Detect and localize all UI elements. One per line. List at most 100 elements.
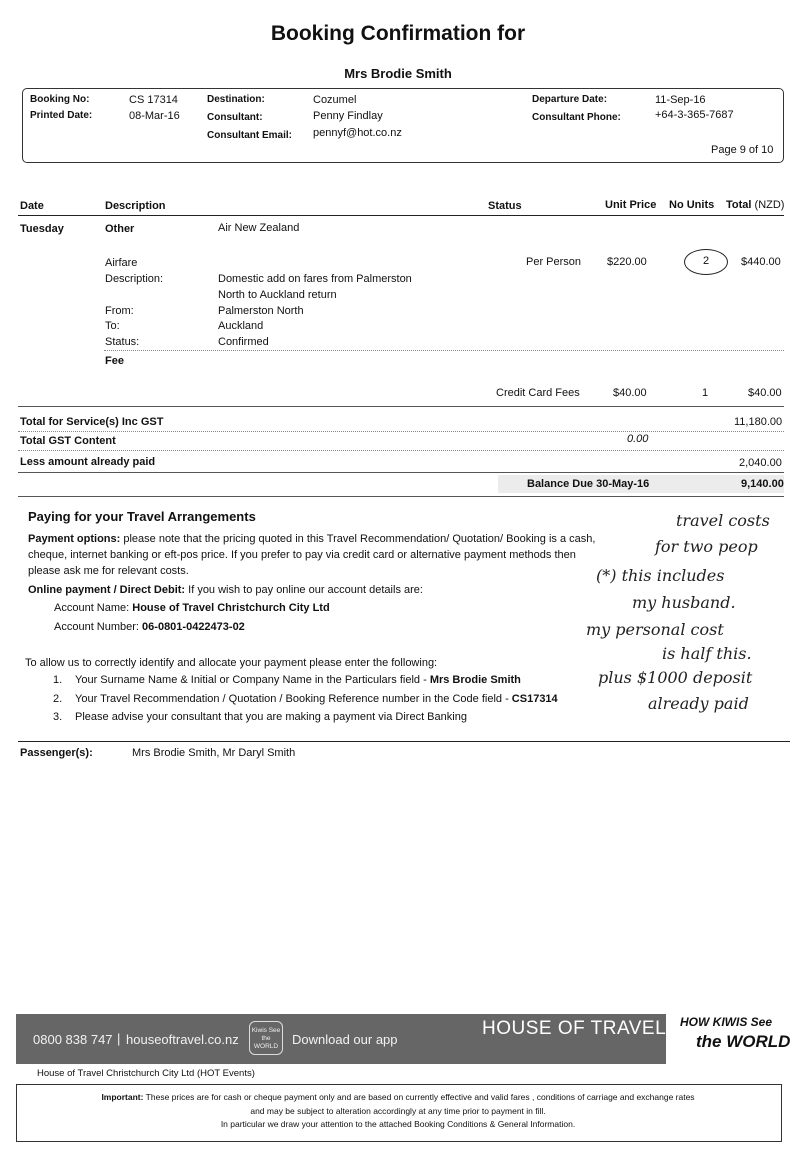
printed-date: 08-Mar-16 xyxy=(129,110,180,122)
gst-value: 0.00 xyxy=(627,433,649,445)
important-line3: In particular we draw your attention to … xyxy=(220,1119,576,1129)
gst-label: Total GST Content xyxy=(20,435,116,447)
step-2: Your Travel Recommendation / Quotation /… xyxy=(75,693,558,705)
consultant-phone-label: Consultant Phone: xyxy=(532,112,621,123)
fee-description: Credit Card Fees xyxy=(496,387,580,399)
passengers-label: Passenger(s): xyxy=(20,747,93,759)
important-box xyxy=(16,1084,782,1142)
consultant-phone: +64-3-365-7687 xyxy=(655,109,734,121)
to-value: Auckland xyxy=(218,320,264,332)
passengers-names: Mrs Brodie Smith, Mr Daryl Smith xyxy=(132,747,296,759)
footer-phone[interactable]: 0800 838 747 xyxy=(33,1032,113,1047)
footer-company: House of Travel Christchurch City Ltd (H… xyxy=(37,1068,255,1079)
totals-divider xyxy=(18,450,784,451)
footer-download[interactable]: Download our app xyxy=(292,1032,398,1047)
footer-banner xyxy=(16,1014,666,1064)
booking-no-label: Booking No: xyxy=(30,94,90,105)
destination-label: Destination: xyxy=(207,94,265,105)
to-label: To: xyxy=(105,320,120,332)
description-line2: North to Auckland return xyxy=(218,289,337,301)
airfare-unit-price: $220.00 xyxy=(607,256,647,268)
departure-label: Departure Date: xyxy=(532,94,608,105)
units-circle-mark xyxy=(684,249,728,275)
account-number: Account Number: 06-0801-0422473-02 xyxy=(54,621,245,633)
slogan-line2: the WORLD xyxy=(696,1032,791,1051)
printed-date-label: Printed Date: xyxy=(30,110,93,121)
col-date: Date xyxy=(20,200,44,212)
col-description: Description xyxy=(105,200,166,212)
airfare-status: Per Person xyxy=(526,256,582,268)
booking-no: CS 17314 xyxy=(129,94,178,106)
category-fee: Fee xyxy=(105,355,124,367)
fee-unit-price: $40.00 xyxy=(613,387,647,399)
options-line3: please ask me for relevant costs. xyxy=(28,565,189,577)
from-label: From: xyxy=(105,305,134,317)
app-icon[interactable]: Kiwis See the WORLD xyxy=(249,1021,283,1055)
col-no-units: No Units xyxy=(669,199,715,211)
header-rule xyxy=(18,215,784,216)
document-title: Booking Confirmation for xyxy=(270,22,526,45)
consultant-label: Consultant: xyxy=(207,112,263,123)
total-services-label: Total for Service(s) Inc GST xyxy=(20,416,164,428)
day-label: Tuesday xyxy=(20,223,64,235)
step-3-number: 3. xyxy=(53,711,63,723)
account-name: Account Name: House of Travel Christchur… xyxy=(54,602,330,614)
destination: Cozumel xyxy=(313,94,357,106)
balance-value: 9,140.00 xyxy=(741,478,784,490)
footer-separator: | xyxy=(117,1031,121,1046)
step-3: Please advise your consultant that you a… xyxy=(75,711,467,723)
paid-value: 2,040.00 xyxy=(739,457,782,469)
total-services: 11,180.00 xyxy=(734,416,783,428)
description-line1: Domestic add on fares from Palmerston xyxy=(218,273,412,285)
airfare-item: Airfare xyxy=(105,257,138,269)
status-label: Status: xyxy=(105,336,140,348)
payment-options: Payment options: please note that the pr… xyxy=(28,531,628,579)
customer-name: Mrs Brodie Smith xyxy=(344,66,452,81)
consultant: Penny Findlay xyxy=(313,110,383,122)
handwriting-line2: for two peop xyxy=(655,537,758,556)
handwriting-line3: (*) this includes xyxy=(596,566,725,585)
fee-total: $40.00 xyxy=(748,387,782,399)
passenger-rule xyxy=(18,741,790,742)
paid-label: Less amount already paid xyxy=(20,456,156,468)
handwriting-line1: travel costs xyxy=(676,511,770,530)
airfare-total: $440.00 xyxy=(741,256,781,268)
from-value: Palmerston North xyxy=(218,305,304,317)
description-label: Description: xyxy=(105,273,164,285)
supplier: Air New Zealand xyxy=(218,222,300,234)
status-value: Confirmed xyxy=(218,336,269,348)
important-line1: Important: These prices are for cash or … xyxy=(101,1092,695,1102)
departure-date: 11-Sep-16 xyxy=(655,94,706,106)
options-line1: Payment options: please note that the pr… xyxy=(28,533,596,545)
consultant-email-label: Consultant Email: xyxy=(207,130,293,141)
handwriting-line5: my personal cost xyxy=(586,620,724,639)
handwriting-line7: plus $1000 deposit xyxy=(598,668,753,687)
category-other: Other xyxy=(105,223,135,235)
booking-info-box xyxy=(22,88,784,163)
step-1-number: 1. xyxy=(53,674,63,686)
airfare-units: 2 xyxy=(703,255,710,267)
col-total: Total (NZD) xyxy=(726,199,785,211)
footer-website[interactable]: houseoftravel.co.nz xyxy=(126,1032,239,1047)
important-line2: and may be subject to alteration accordi… xyxy=(250,1106,546,1116)
balance-rule xyxy=(18,496,784,497)
online-payment: Online payment / Direct Debit: If you wi… xyxy=(28,584,423,596)
handwriting-line6: is half this. xyxy=(662,644,752,663)
section-divider xyxy=(104,350,784,351)
handwriting-line8: already paid xyxy=(648,694,749,713)
col-status: Status xyxy=(488,200,522,212)
page-number: Page 9 of 10 xyxy=(711,144,774,156)
step-1: Your Surname Name & Initial or Company N… xyxy=(75,674,521,686)
totals-divider xyxy=(18,431,784,432)
fee-units: 1 xyxy=(702,387,709,399)
payment-title: Paying for your Travel Arrangements xyxy=(28,509,256,524)
step-2-number: 2. xyxy=(53,693,63,705)
totals-rule xyxy=(18,406,784,407)
col-unit-price: Unit Price xyxy=(605,199,657,211)
totals-divider xyxy=(18,472,784,473)
identify-text: To allow us to correctly identify and al… xyxy=(25,657,438,669)
house-of-travel-logo: HOUSE OF TRAVEL xyxy=(482,1018,667,1039)
consultant-email: pennyf@hot.co.nz xyxy=(313,127,402,139)
balance-shading xyxy=(498,475,784,493)
slogan-line1: HOW KIWIS See xyxy=(680,1015,773,1029)
